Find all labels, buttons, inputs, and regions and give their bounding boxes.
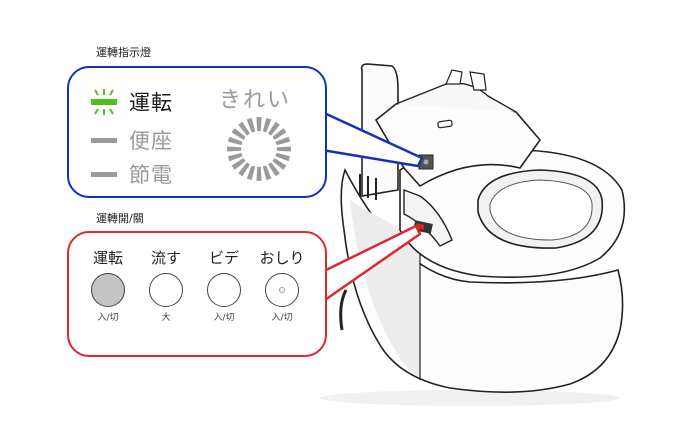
rear-wash-button-label: おしり [259,249,305,267]
operation-button-group: 運転 入/切 [79,247,137,323]
rear-wash-button-sub: 入/切 [271,313,293,323]
kirei-ray [238,121,250,136]
indicator-lamp-dot [423,159,429,165]
kirei-ray [276,146,291,152]
bidet-button-label: ビデ [208,249,239,267]
toilet-tank [360,63,399,197]
kirei-ray [256,117,262,132]
flush-button-group: 流す 大 [137,247,195,323]
lit-indicator-icon [91,89,117,115]
hinge-right [469,71,487,91]
rear-wash-dot-icon [279,287,285,293]
kirei-ray [262,165,272,181]
indicator-label-operation: 運転 [129,91,173,115]
operation-button-label: 運転 [92,249,123,267]
kirei-indicator-icon [227,117,291,181]
flush-button-sub: 大 [161,313,171,323]
control-heading: 運轉開/關 [96,212,144,225]
kirei-ray [231,158,246,170]
kirei-ray [227,136,243,146]
indicator-heading: 運轉指示燈 [96,46,151,59]
operation-button-sub: 入/切 [97,313,119,323]
kirei-ray [227,152,243,162]
kirei-ray [275,152,291,162]
indicator-panel: 運転 便座 節電 きれい [67,66,327,198]
kirei-ray [246,165,256,181]
kirei-label: きれい [219,88,292,113]
operation-button[interactable] [91,273,125,307]
indicator-label-seat: 便座 [129,129,173,153]
kirei-ray [272,128,287,140]
side-module [403,188,453,247]
kirei-ray [256,166,262,181]
lid-slot [437,119,453,129]
kirei-ray [272,158,287,170]
indicator-label-power-saving: 節電 [129,163,173,187]
indicator-row-operation: 運転 [91,88,173,116]
seat-indicator-bar [91,137,117,143]
indicator-row-seat: 便座 [91,126,173,154]
bowl-inner [489,179,593,241]
bidet-button-sub: 入/切 [213,313,235,323]
indicator-row-power-saving: 節電 [91,160,173,188]
hinge-left [445,69,463,85]
kirei-ray [227,146,242,152]
kirei-ray [238,162,250,177]
kirei-ray [262,117,272,133]
kirei-ray [268,121,280,136]
power-cable [339,289,348,331]
rear-wash-button[interactable] [265,273,299,307]
rear-wash-button-group: おしり 入/切 [253,247,311,323]
kirei-ray [231,128,246,140]
control-panel: 運転 入/切 流す 大 ビデ 入/切 おしり 入/切 [67,231,327,357]
kirei-ray [275,136,291,146]
kirei-ray [246,117,256,133]
kirei-ray [268,162,280,177]
power-saving-indicator-bar [91,171,117,177]
bidet-button[interactable] [207,273,241,307]
floor-shadow [320,390,620,406]
flush-button-label: 流す [150,249,181,267]
bidet-button-group: ビデ 入/切 [195,247,253,323]
flush-button[interactable] [149,273,183,307]
